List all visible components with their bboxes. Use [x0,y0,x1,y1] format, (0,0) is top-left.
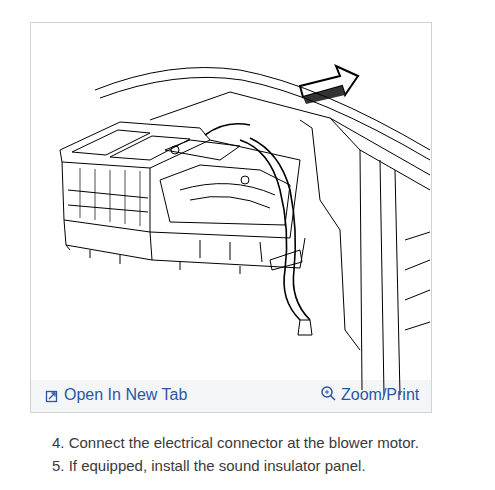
instrument-panel [405,232,430,240]
hvac-module [171,146,179,154]
hvac-module [165,140,240,160]
instrument-panel [95,68,430,151]
hvac-module [110,136,190,160]
new-tab-icon [47,392,57,402]
hvac-module [64,220,152,260]
instrument-panel [360,150,362,390]
instrument-panel [380,160,384,395]
instrument-panel [405,260,430,330]
instrument-panel [300,120,345,330]
wiring-harness [240,140,300,320]
instrument-panel [345,330,360,350]
hvac-module [150,140,300,238]
hvac-module [80,168,140,226]
hvac-module [200,240,262,262]
hvac-module [160,165,290,225]
zoom-icon [325,390,329,394]
hvac-module [60,122,210,168]
direction-arrow [303,86,345,104]
wiring-harness [298,320,312,335]
hvac-module [150,232,305,268]
hvac-module [190,196,270,208]
button-label: Open In New Tab [64,386,187,404]
hvac-module [66,245,240,274]
button-bar [31,380,431,412]
image-frame [31,23,432,413]
hvac-module [62,162,150,232]
wiring-harness [250,138,310,320]
hvac-module [180,184,275,195]
new-tab-icon [49,393,55,399]
wiring-harness [205,124,312,335]
zoom-icon [331,396,336,401]
instruction-step: 4. Connect the electrical connector at t… [52,434,419,451]
wiring-harness [205,124,250,135]
zoom-icon [322,387,335,400]
instrument-panel [395,170,400,395]
button-label: Zoom/Print [341,386,419,404]
wiring-harness [270,250,302,270]
instruction-step: 5. If equipped, install the sound insula… [52,457,366,474]
instrument-panel [150,92,430,175]
new-tab-icon [47,392,57,402]
hvac-module [241,176,249,184]
hvac-module [60,122,305,274]
